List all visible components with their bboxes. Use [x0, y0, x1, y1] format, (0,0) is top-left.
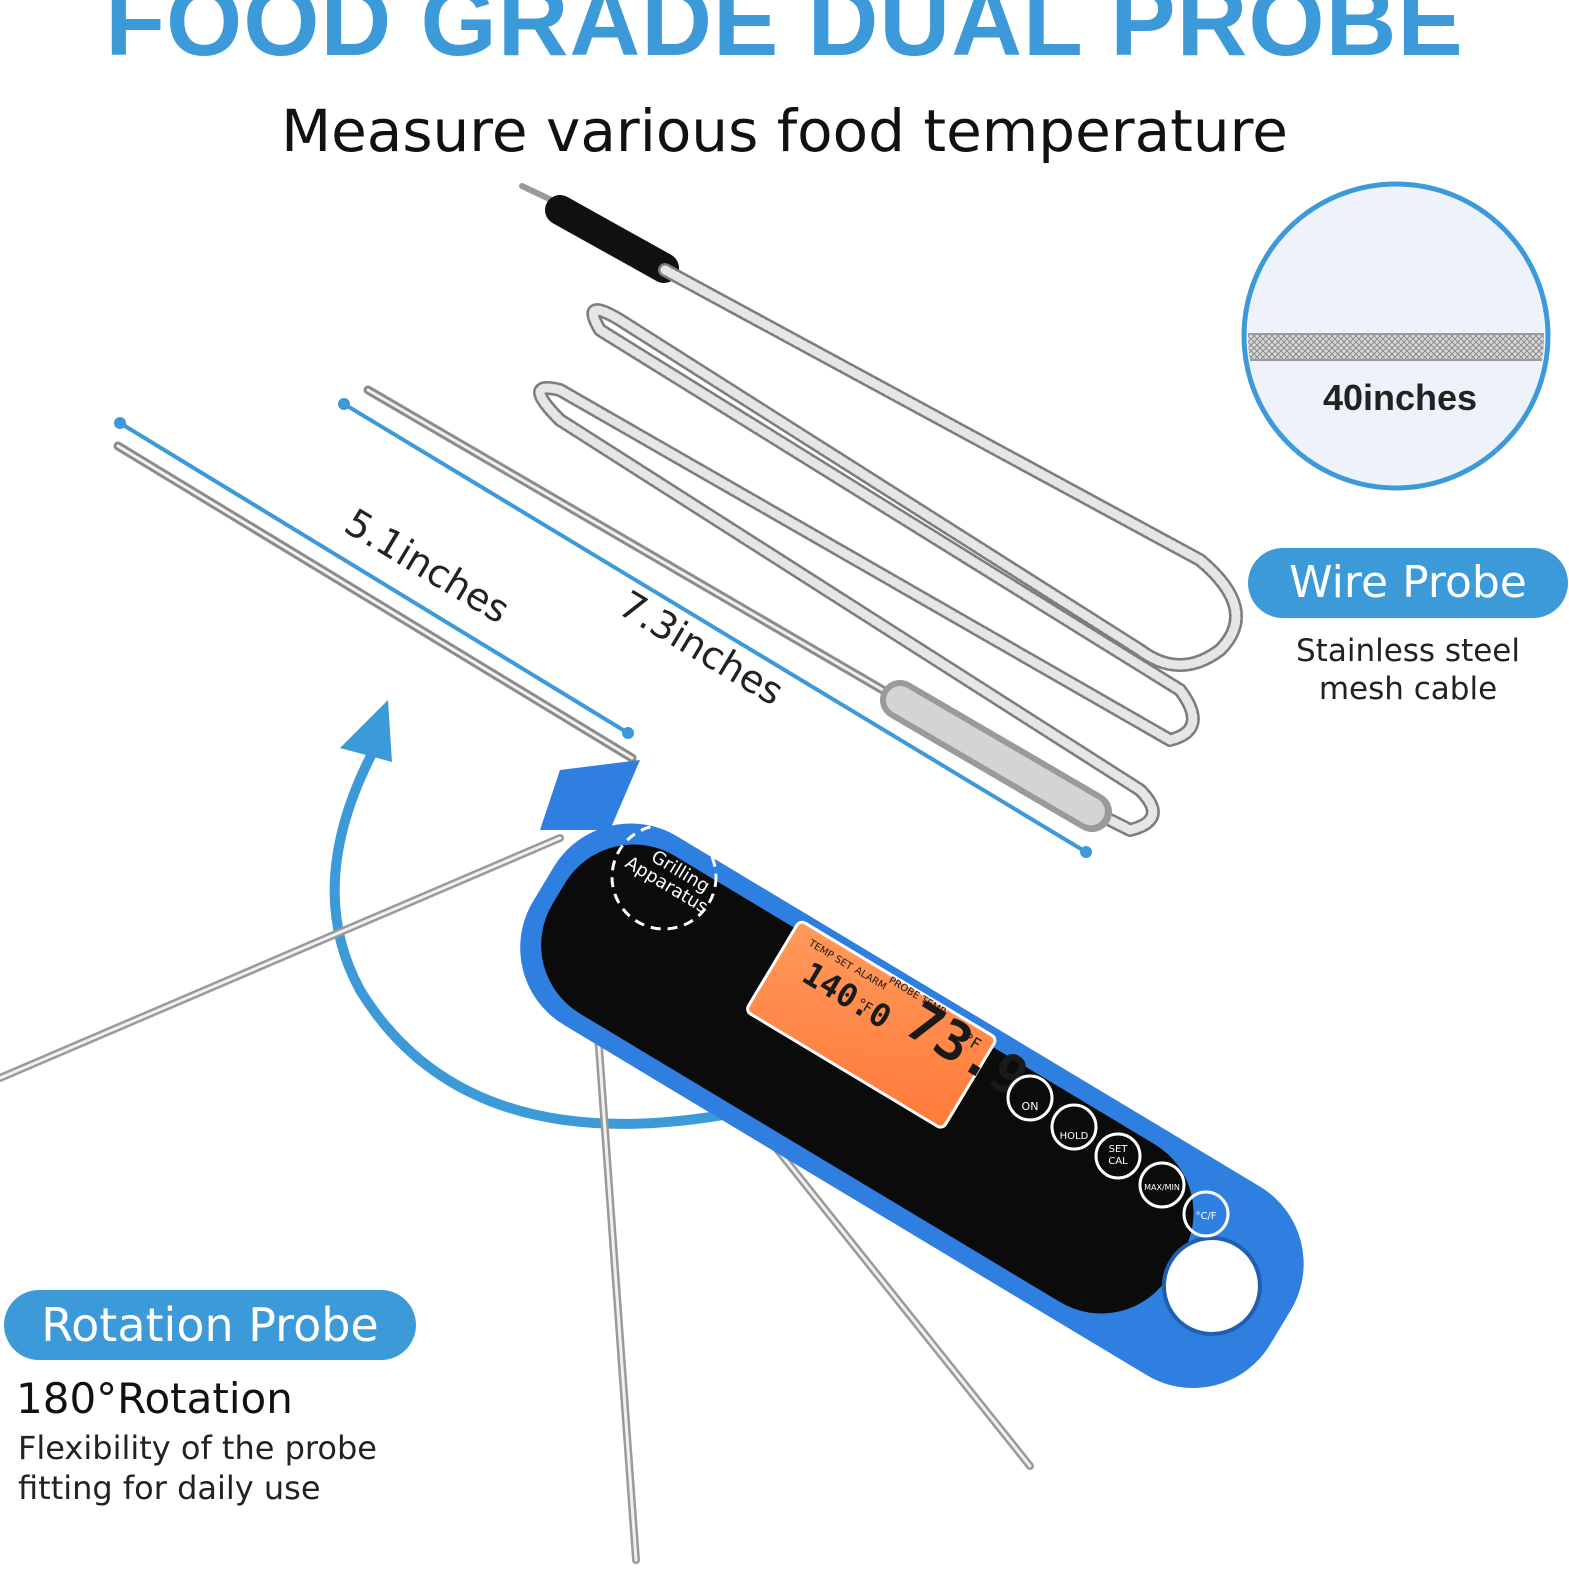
device-buttons: ON HOLD SET CAL MAX/MIN °C/F	[1006, 1074, 1230, 1238]
svg-text:CAL: CAL	[1108, 1156, 1128, 1167]
svg-text:SET: SET	[1109, 1144, 1129, 1155]
rotation-title: 180°Rotation	[16, 1374, 293, 1423]
folding-probe-needle	[113, 441, 637, 763]
cable-detail-circle: 40inches	[1241, 181, 1551, 491]
dimension-line-short: 5.1inches	[114, 417, 634, 739]
unit-toggle-button[interactable]: °C/F	[1182, 1190, 1230, 1238]
wire-probe-badge: Wire Probe	[1248, 548, 1568, 618]
rotation-desc-line1: Flexibility of the probe	[18, 1429, 377, 1467]
wire-probe-needle	[363, 385, 1112, 832]
on-button[interactable]: ON	[1006, 1074, 1054, 1122]
svg-text:MAX/MIN: MAX/MIN	[1144, 1183, 1180, 1192]
maxmin-button[interactable]: MAX/MIN	[1138, 1161, 1186, 1209]
wire-probe-desc-line2: mesh cable	[1318, 671, 1498, 707]
cable-length-label: 40inches	[1323, 377, 1477, 418]
wire-probe-desc-line1: Stainless steel	[1296, 633, 1520, 669]
set-cal-button[interactable]: SET CAL	[1094, 1132, 1142, 1180]
svg-text:ON: ON	[1022, 1100, 1039, 1113]
mesh-cable	[533, 263, 1243, 837]
svg-text:°F: °F	[854, 996, 875, 1017]
jack-plug	[519, 183, 679, 283]
headline: FOOD GRADE DUAL PROBE	[105, 0, 1464, 76]
rotation-probe-badge: Rotation Probe	[4, 1290, 416, 1360]
wire-probe-description: Stainless steel mesh cable	[1258, 632, 1558, 708]
rotation-description: Flexibility of the probe fitting for dai…	[18, 1428, 377, 1508]
long-probe-length: 7.3inches	[611, 582, 791, 714]
svg-text:HOLD: HOLD	[1060, 1131, 1089, 1142]
subheadline: Measure various food temperature	[281, 97, 1288, 165]
hold-button[interactable]: HOLD	[1050, 1103, 1098, 1151]
rotation-desc-line2: fitting for daily use	[18, 1469, 321, 1507]
svg-text:°C/F: °C/F	[1195, 1211, 1216, 1222]
